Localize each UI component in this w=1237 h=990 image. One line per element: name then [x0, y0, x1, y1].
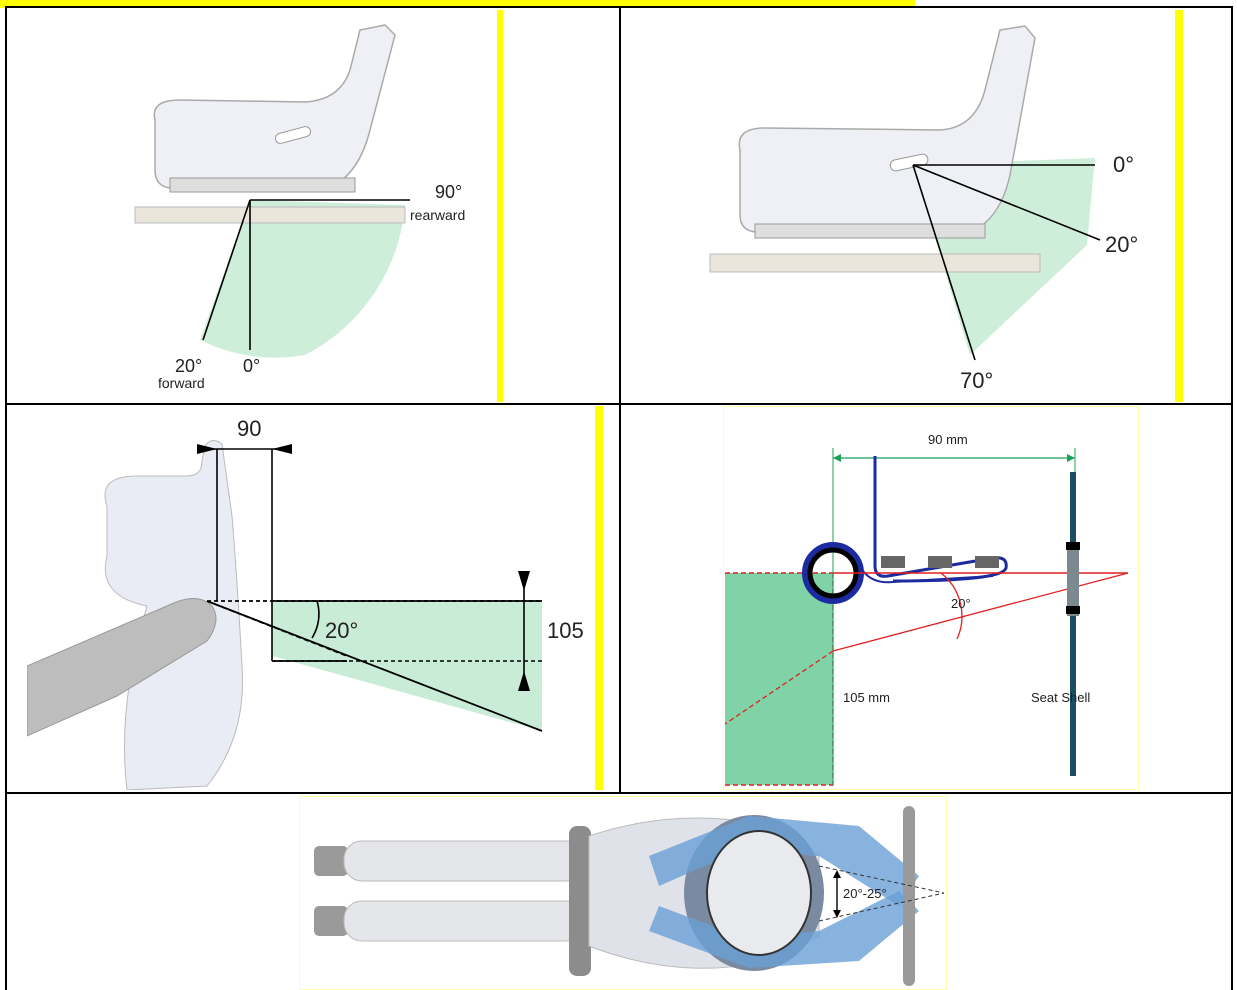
label-90-deg: 90° — [435, 182, 462, 202]
seat-base-plate — [169, 177, 356, 193]
label-20-deg: 20° — [325, 618, 358, 643]
foot-right — [314, 906, 348, 936]
label-70-deg: 70° — [960, 368, 993, 393]
panel-top-view-driver: 20°-25° — [299, 796, 947, 990]
floor-base — [134, 206, 406, 224]
seat-shell — [153, 24, 396, 189]
angle-zone — [200, 200, 405, 358]
label-20-deg: 20° — [175, 356, 202, 376]
zone-green — [725, 573, 833, 785]
panel-seat-side-forward-rearward: 90° rearward 20° 0° forward — [125, 10, 505, 402]
panel-highlight-bar — [595, 406, 603, 790]
label-20-deg: 20° — [951, 596, 971, 611]
label-20-deg: 20° — [1105, 232, 1138, 257]
floor-base — [709, 253, 1041, 273]
label-seat-shell: Seat Shell — [1031, 690, 1090, 705]
label-90-mm: 90 mm — [928, 432, 968, 447]
panel-highlight-bar — [497, 10, 503, 402]
shoulder-body — [27, 598, 217, 737]
grid-line-left — [5, 6, 7, 990]
zone-lower — [272, 656, 542, 731]
zone-upper — [272, 601, 542, 656]
belt-lower — [649, 891, 919, 968]
belt-upper — [649, 816, 919, 906]
panel-highlight-bar — [1175, 10, 1183, 402]
steering-wheel — [569, 826, 591, 976]
seat-shell — [738, 25, 1036, 233]
belt-slot — [889, 153, 929, 172]
panel-seat-side-shoulder-angle: 0° 20° 70° — [685, 10, 1185, 402]
label-0-deg: 0° — [1113, 152, 1134, 177]
label-0-deg: 0° — [243, 356, 260, 376]
panel-belt-schematic: 90 mm 20° 105 mm Seat Shell — [723, 406, 1139, 790]
label-105-mm: 105 mm — [843, 690, 890, 705]
belt-slot — [274, 126, 312, 144]
label-forward: forward — [158, 375, 205, 391]
highlight-strip — [0, 0, 915, 8]
label-rearward: rearward — [410, 207, 465, 223]
seat-base-plate — [754, 223, 986, 239]
leg-left — [343, 840, 585, 882]
seat-shell-edge — [903, 806, 915, 986]
label-90: 90 — [237, 416, 261, 441]
label-20-25-deg: 20°-25° — [843, 886, 887, 901]
label-105: 105 — [547, 618, 584, 643]
leg-right — [343, 900, 585, 942]
panel-shoulder-dimension: 90 20° 105 — [27, 406, 609, 790]
figure-grid: 90° rearward 20° 0° forward 0° 20° 70° — [5, 6, 1233, 990]
grid-line-right — [1231, 6, 1233, 990]
helmet — [706, 830, 812, 956]
foot-left — [314, 846, 348, 876]
grid-line-mid — [619, 6, 621, 794]
